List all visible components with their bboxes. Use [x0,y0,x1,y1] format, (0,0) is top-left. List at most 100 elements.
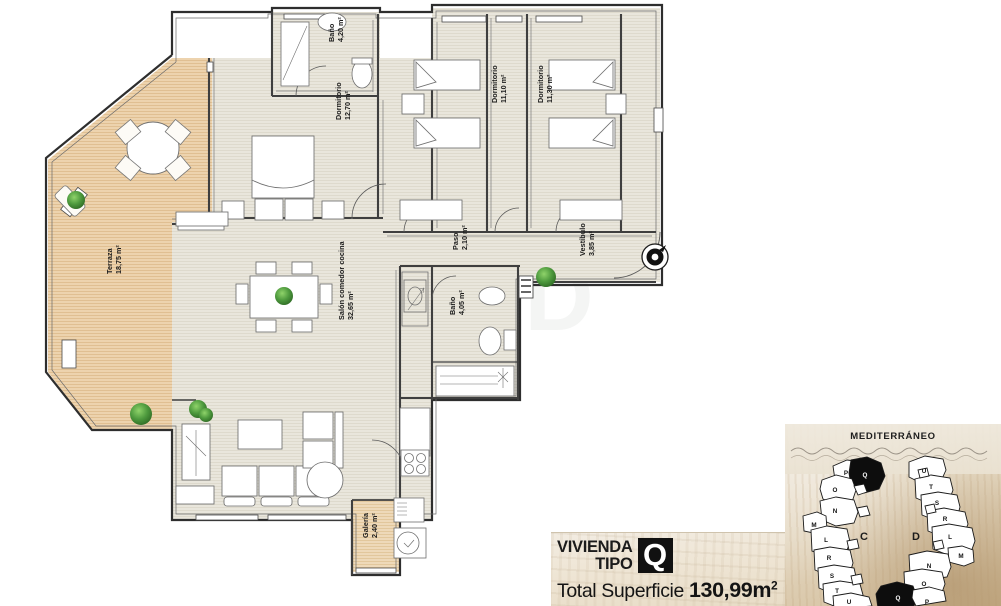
site-block-d [875,455,976,606]
window-entry-right [653,107,664,133]
master-pillow-left [254,198,284,221]
coffee-table [237,419,283,450]
bed2-wardrobe [399,199,463,221]
armchair-1 [302,411,334,440]
bath2-mirror-arrow-tip [418,287,425,294]
window-galeria-bottom [355,567,397,574]
room-area-bano-2: 4,05 m² [457,290,466,315]
sofa-seat-1 [221,465,258,497]
unit-d-jog-3 [932,539,945,551]
banner-total-unit-sup: 2 [771,578,778,593]
dining-chair-l [235,283,249,305]
room-area-galeria: 2,40 m² [370,513,379,538]
bed3-lower-fold [592,118,614,147]
terrace-plant-2 [130,403,152,425]
sofa-cushion-1 [223,496,256,507]
kitchen-fridge [393,497,425,523]
room-area-dormitorio-3: 11,30 m² [545,74,554,103]
site-unit-d-o: O [922,581,927,588]
site-unit-d-r: R [943,516,948,523]
hob-burner-1 [404,453,414,463]
room-label-bano-2: Baño [448,296,457,315]
site-unit-c-q: Q [863,472,868,479]
console-lines [185,430,207,476]
site-unit-d-l: L [948,534,952,541]
washer-drum [396,531,420,555]
sofa-seat-2 [258,465,295,497]
master-bed [251,135,315,199]
kitchen-sink-bowl [407,286,423,306]
banner-vivienda-tipo: VIVIENDA TIPO [557,539,633,572]
banner-type-letter: Q [637,538,673,573]
master-bedroom-furniture [177,135,345,231]
room-area-vestibulo: 3,85 m² [587,231,596,256]
window-living-bottom-2 [267,514,347,521]
sofa-cushion-3 [297,496,330,507]
side-table-round [306,461,344,499]
door-bed3 [494,207,520,233]
dining-centerpiece [275,287,293,305]
site-unit-c-s: S [830,573,834,580]
site-unit-letters-c: Q P O N M L R S T U [811,470,867,606]
bed3-nightstand [605,93,627,115]
dining-furniture [235,261,333,333]
bedroom3-furniture [548,59,627,221]
site-unit-d-m: M [958,553,963,560]
dining-chair-b1 [255,319,277,333]
hob-burner-3 [404,464,414,474]
hob-burner-2 [416,453,426,463]
room-label-dormitorio-1: Dormitorio [334,82,343,120]
room-area-salon: 32,65 m² [346,291,355,320]
room-labels: Baño 4,20 m² Dormitorio 12,70 m² Dormito… [105,17,596,538]
room-label-dormitorio-2: Dormitorio [490,65,499,103]
bed3-upper-fold [592,60,614,89]
site-plan-drawing: Q P O N M L R S T U U T S R L M N O [790,447,988,606]
room-area-terraza: 18,75 m² [114,245,123,274]
window-bed3-top [495,15,523,23]
site-unit-c-r: R [827,555,832,562]
site-unit-c-o: O [833,487,838,494]
master-bed-duvet [251,179,315,189]
vestibulo-plant [536,267,556,287]
bath1-sink [317,12,347,32]
terrace-plant-1 [67,191,85,209]
site-unit-d-u: U [922,468,927,475]
unit-c-u [832,592,873,606]
bath2-toilet [478,326,502,356]
window-living-bottom-1 [195,514,259,521]
room-area-dormitorio-2: 11,10 m² [499,74,508,103]
window-master-left [206,61,214,73]
bath2-sink [478,286,506,306]
bedroom2-furniture [399,59,481,221]
bath1-cistern [351,57,373,65]
bath1-fixtures [280,12,373,89]
site-unit-letters-d: U T S R L M N O Q P [896,468,964,606]
bath1-shower-drain [282,25,308,81]
dining-chair-r [319,283,333,305]
kitchen-counter-top [399,407,431,457]
kitchen-hob [400,449,430,477]
sofa-cushion-2 [260,496,293,507]
site-block-letter-c: C [860,531,868,543]
door-bath2 [431,275,457,301]
bath2-shower [435,365,515,397]
sea-wave-line [790,447,988,455]
site-unit-c-t: T [835,588,839,595]
terrace-furniture [54,118,213,425]
kitchen-sink [403,279,427,313]
site-unit-d-n: N [927,563,932,570]
armchair-arm [334,411,344,469]
washing-machine [393,527,427,559]
site-block-c [802,456,886,606]
bed2-upper-fold [415,60,437,89]
sea-wave-line-2 [790,455,988,461]
unit-c-jog-3 [850,573,864,586]
bath2-fixtures [401,271,517,397]
site-unit-c-u: U [847,599,852,606]
master-nightstand-right [321,200,345,220]
terrace-table [126,121,180,175]
bed3-wardrobe [559,199,623,221]
dining-chair-t1 [255,261,277,275]
living-shelf [175,211,229,227]
bed2-nightstand [401,93,425,115]
